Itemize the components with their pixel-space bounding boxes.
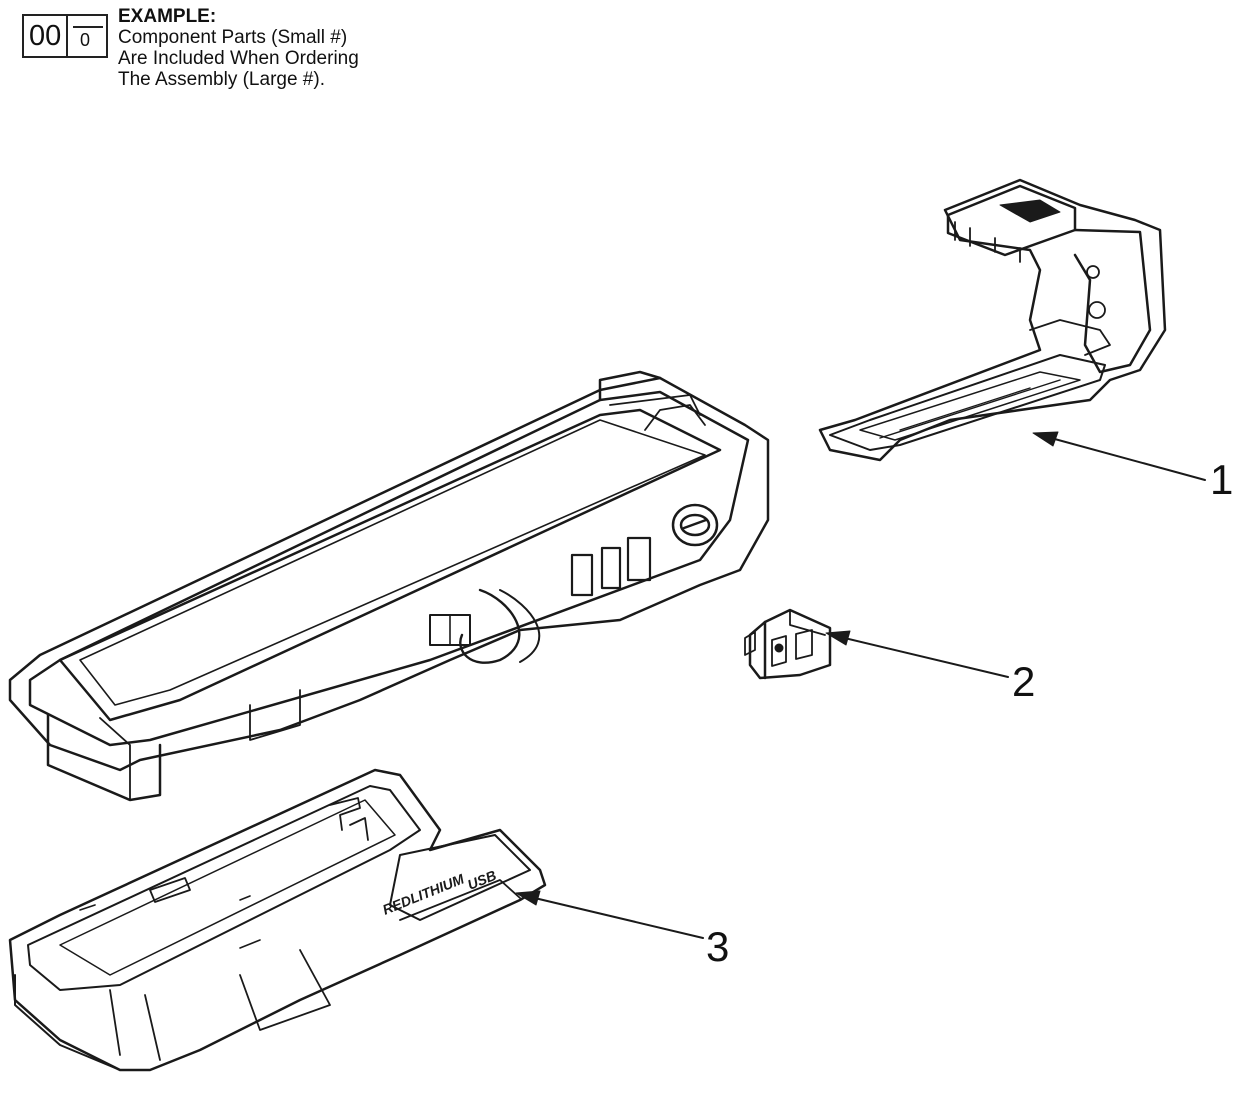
- housing-label-2: USB: [465, 867, 498, 893]
- callout-2: 2: [1012, 658, 1036, 705]
- legend-title: EXAMPLE:: [118, 6, 217, 27]
- leader-line-1: [1032, 431, 1206, 481]
- clip-holder: [818, 178, 1167, 462]
- leader-line-2: [825, 630, 1009, 678]
- legend-divider: [66, 16, 68, 56]
- legend-key-box: 00 0: [22, 14, 108, 58]
- callout-1: 1: [1210, 456, 1234, 503]
- battery-pack-body: [8, 370, 770, 802]
- legend-fraction-bar: [73, 26, 103, 28]
- legend-small-number: 0: [80, 30, 91, 50]
- legend-line-2: Are Included When Ordering: [118, 48, 359, 69]
- legend-big-number: 00: [29, 20, 62, 52]
- legend-line-1: Component Parts (Small #): [118, 27, 348, 48]
- legend-text: EXAMPLE: Component Parts (Small #) Are I…: [118, 6, 478, 90]
- battery-bottom-housing: [8, 768, 547, 1072]
- leader-line-3: [515, 890, 704, 939]
- legend-line-3: The Assembly (Large #).: [118, 69, 325, 90]
- callout-3: 3: [706, 923, 730, 970]
- usb-port-cover: [744, 608, 832, 680]
